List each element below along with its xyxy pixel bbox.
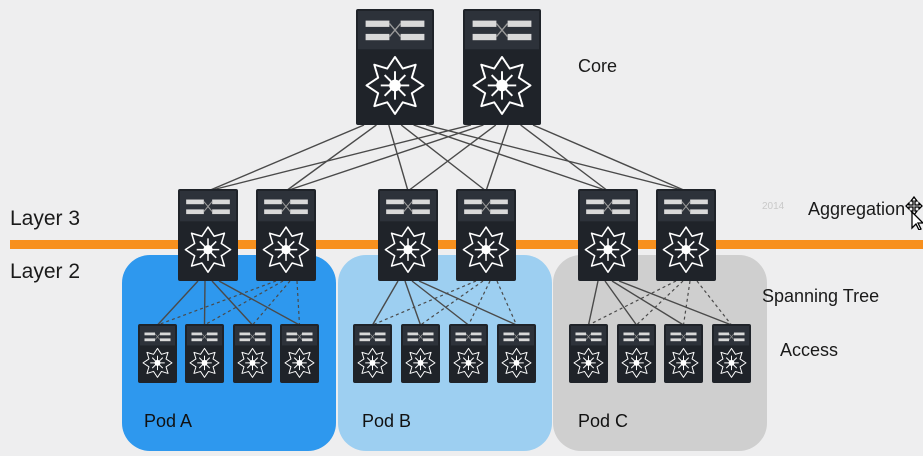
access-switch-3	[233, 324, 272, 383]
aggregation-tier-label: 2014 Aggregation	[762, 199, 923, 223]
pod-region-c	[553, 255, 767, 451]
pod-b-label: Pod B	[362, 411, 412, 431]
core-agg-link	[407, 124, 497, 192]
aggregation-switch-2	[256, 189, 316, 281]
core-agg-link	[400, 124, 487, 192]
aggregation-text: Aggregation	[808, 199, 906, 219]
core-agg-link	[285, 124, 377, 192]
core-switch-1	[356, 9, 434, 125]
aggregation-switch-5	[578, 189, 638, 281]
pod-c-label: Pod C	[578, 411, 629, 431]
pod-a-label: Pod A	[144, 411, 193, 431]
core-agg-link	[207, 124, 472, 192]
pod-region-a	[122, 255, 336, 451]
access-switch-4	[280, 324, 319, 383]
agg-access-link	[418, 280, 517, 326]
agg-access-link	[211, 280, 254, 326]
core-agg-link	[388, 124, 409, 192]
layer2-label: Layer 2	[10, 260, 81, 283]
agg-access-link	[587, 280, 599, 326]
core-agg-link	[532, 124, 687, 192]
agg-access-blocked-link	[372, 280, 477, 326]
core-agg-link	[207, 124, 365, 192]
access-switch-1	[138, 324, 177, 383]
layer3-label: Layer 3	[10, 207, 81, 230]
core-agg-link	[520, 124, 609, 192]
access-switch-9	[569, 324, 608, 383]
aggregation-prefix-text: 2014	[762, 201, 785, 212]
agg-access-blocked-link	[496, 280, 518, 326]
access-switch-8	[497, 324, 536, 383]
move-cursor-icon	[905, 196, 923, 230]
access-switch-7	[449, 324, 488, 383]
agg-access-blocked-link	[252, 280, 291, 326]
agg-access-link	[404, 280, 422, 326]
access-switch-5	[353, 324, 392, 383]
core-tier-label: Core	[578, 56, 618, 76]
agg-access-link	[411, 280, 469, 326]
agg-access-blocked-link	[420, 280, 484, 326]
agg-access-link	[218, 280, 300, 326]
access-tier-label: Access	[780, 340, 839, 360]
agg-access-blocked-link	[204, 280, 284, 326]
access-switch-11	[664, 324, 703, 383]
core-switch-2	[463, 9, 541, 125]
aggregation-switch-3	[378, 189, 438, 281]
agg-access-link	[156, 280, 199, 326]
core-agg-link	[425, 124, 687, 192]
access-switch-10	[617, 324, 656, 383]
agg-access-link	[611, 280, 684, 326]
aggregation-switch-6	[656, 189, 716, 281]
agg-access-link	[203, 280, 206, 326]
aggregation-switch-4	[456, 189, 516, 281]
agg-access-blocked-link	[296, 280, 301, 326]
core-agg-link	[285, 124, 484, 192]
agg-access-link	[618, 280, 732, 326]
aggregation-switch-1	[178, 189, 238, 281]
agg-access-blocked-link	[588, 280, 677, 326]
agg-access-link	[604, 280, 638, 326]
core-agg-link	[485, 124, 509, 192]
agg-access-blocked-link	[682, 280, 691, 326]
core-agg-link	[413, 124, 609, 192]
agg-access-blocked-link	[636, 280, 684, 326]
access-switch-2	[185, 324, 224, 383]
pod-region-b	[338, 255, 552, 451]
access-switch-12	[712, 324, 751, 383]
access-switch-6	[401, 324, 440, 383]
agg-access-link	[371, 280, 399, 326]
agg-access-blocked-link	[467, 280, 491, 326]
spanning-tree-label: Spanning Tree	[762, 286, 880, 306]
